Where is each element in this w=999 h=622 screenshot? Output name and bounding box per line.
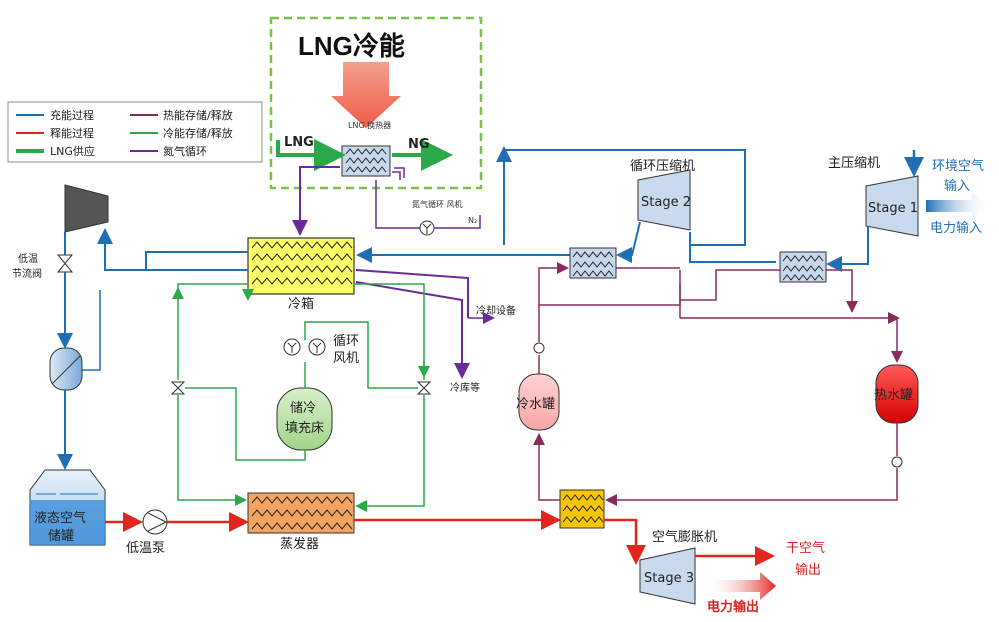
bed-label-2: 填充床	[285, 420, 324, 436]
cold-loop-left	[177, 283, 248, 380]
cold-box-label: 冷箱	[288, 296, 314, 312]
valve-right	[416, 381, 432, 395]
cold-bank-label: 冷库等	[450, 381, 480, 394]
circ-fan-label-1: 循环	[333, 334, 359, 349]
stage2-label: Stage 2	[641, 195, 691, 210]
pump-label: 低温泵	[126, 541, 165, 556]
cold-box	[247, 237, 355, 295]
lng-inflow	[276, 139, 346, 171]
throttle-label-1: 低温	[18, 252, 38, 265]
power-out-arrow	[706, 572, 776, 600]
main-compressor-label: 主压缩机	[828, 155, 880, 171]
bed-label-1: 储冷	[290, 401, 316, 416]
throttle-valve	[56, 254, 74, 273]
dry-air-label-2: 输出	[795, 562, 821, 578]
legend-charge: 充能过程	[50, 108, 94, 122]
power-out-label: 电力输出	[707, 599, 759, 615]
valve-left	[170, 381, 186, 395]
hot-water-tank-label: 热水罐	[874, 388, 913, 403]
power-in-arrow	[926, 192, 990, 220]
charge-hx-1	[569, 247, 617, 279]
legend-heat: 热能存储/释放	[163, 108, 233, 122]
ambient-air-label-2: 输入	[944, 178, 970, 194]
lng-heat-exchanger	[341, 145, 391, 177]
lng-hx-label: LNG 换热器	[348, 120, 391, 130]
ambient-air-label-1: 环境空气	[932, 158, 984, 174]
cold-water-tank-label: 冷水罐	[516, 397, 555, 412]
n2-loop-fan-line	[394, 167, 405, 178]
lng-title: LNG冷能	[298, 31, 405, 61]
legend-n2: 氮气循环	[163, 144, 207, 158]
cold-water-valve-icon	[533, 342, 545, 354]
expander-label: 空气膨胀机	[652, 529, 717, 545]
circ-compressor-label: 循环压缩机	[630, 158, 695, 174]
liquid-air-tank	[29, 469, 106, 546]
legend: 充能过程 热能存储/释放 释能过程 冷能存储/释放 LNG供应 氮气循环	[7, 101, 263, 163]
lng-label: LNG	[284, 135, 314, 150]
compressor-stage1	[865, 175, 919, 237]
cold-equipment-label: 冷却设备	[476, 304, 516, 317]
n2-label: N₂	[468, 216, 477, 225]
charge-hx-2	[779, 251, 827, 283]
compressor-stage2	[637, 169, 691, 231]
throttle-label-2: 节流阀	[12, 267, 42, 280]
pump-icon	[142, 509, 168, 535]
cold-turbine	[64, 184, 109, 233]
legend-discharge: 释能过程	[50, 126, 94, 140]
cold-storage-bed	[276, 387, 333, 451]
charge-coldbox-to-turbine	[97, 228, 248, 271]
legend-lng: LNG供应	[50, 144, 95, 158]
n2-loop-right	[434, 215, 481, 229]
stage1-label: Stage 1	[868, 201, 918, 216]
circ-fan-label-2: 风机	[333, 351, 359, 366]
evaporator-label: 蒸发器	[280, 536, 319, 552]
n2-to-cold-equipment	[355, 269, 469, 318]
legend-cold: 冷能存储/释放	[163, 126, 233, 140]
separator-vessel	[49, 347, 83, 391]
expander-stage3	[639, 547, 696, 605]
tank-label-2: 储罐	[48, 529, 74, 544]
n2-fan-label: 氮气循环 风机	[412, 199, 463, 209]
cold-loop-right	[354, 283, 425, 380]
tank-label-1: 液态空气	[34, 510, 86, 526]
stage3-label: Stage 3	[644, 571, 694, 586]
hot-water-valve-icon	[891, 456, 903, 468]
ng-label: NG	[408, 137, 430, 152]
evaporator	[247, 492, 355, 534]
power-in-label: 电力输入	[930, 220, 982, 236]
discharge-heat-exchanger	[559, 489, 605, 529]
dry-air-label-1: 干空气	[786, 540, 825, 556]
n2-loop-bottom	[375, 180, 420, 229]
lng-cold-arrow	[331, 62, 401, 128]
n2-to-coldbox	[299, 166, 340, 180]
